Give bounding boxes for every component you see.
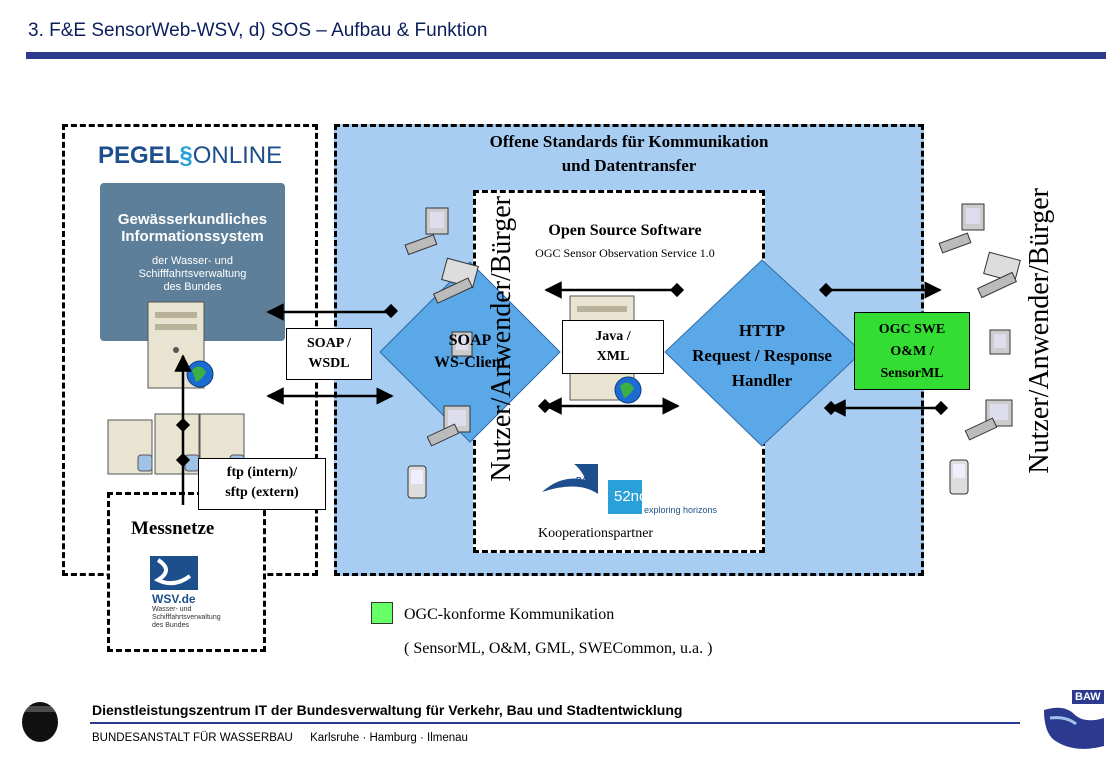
- java-xml-line2: XML: [596, 349, 630, 364]
- client-computer-icon-3: [938, 203, 985, 254]
- http-handler-diamond: [664, 259, 863, 447]
- logo-online-text: ONLINE: [192, 142, 283, 169]
- 52north-logo-text: 52north: [614, 488, 665, 505]
- wsv-sub3: des Bundes: [152, 622, 189, 629]
- open-source-subtitle: OGC Sensor Observation Service 1.0: [535, 246, 715, 260]
- client-desktop-icon-1: [426, 405, 471, 447]
- client-laptop-icon-2: [977, 251, 1021, 299]
- 52north-logo-square: [608, 480, 642, 514]
- info-card-line2: Informationssystem: [121, 228, 264, 245]
- footer-line: [90, 722, 1020, 724]
- soap-wsdl-line1: SOAP /: [307, 336, 351, 351]
- http-handler-label: HTTP Request / Response Handler: [672, 318, 852, 393]
- soap-wsdl-box: SOAP / WSDL: [286, 328, 372, 380]
- open-standards-title: Offene Standards für Kommunikation und D…: [334, 130, 924, 178]
- baw-footer-logo-text: BAW: [1072, 690, 1104, 704]
- footer-locations: Karlsruhe · Hamburg · Ilmenau: [310, 732, 468, 744]
- legend-line2: ( SensorML, O&M, GML, SWECommon, u.a. ): [404, 640, 713, 657]
- pegelonline-logo: PEGEL§ONLINE: [98, 142, 283, 169]
- wsv-sub2: Schifffahrtsverwaltung: [152, 614, 221, 621]
- baw-partner-logo-text: BAW: [576, 476, 595, 485]
- page-title: 3. F&E SensorWeb-WSV, d) SOS – Aufbau & …: [28, 20, 488, 41]
- client-laptop-icon-1: [432, 257, 479, 304]
- partners-label: Kooperationspartner: [538, 526, 654, 541]
- wsv-sub1: Wasser- und: [152, 606, 192, 613]
- java-xml-box: Java / XML: [562, 320, 664, 374]
- logo-pegel-text: PEGEL: [98, 142, 180, 169]
- ogc-line3: SensorML: [880, 366, 944, 381]
- wsv-logo-mark: [150, 556, 198, 590]
- soap-client-label: SOAP WS-Client: [425, 330, 515, 374]
- legend-swatch: [371, 602, 393, 624]
- http-line1: HTTP: [738, 321, 786, 340]
- client-desktop-icon-2: [964, 399, 1013, 441]
- pegelonline-server-icon: [147, 301, 214, 389]
- baw-footer-logo: [1044, 707, 1104, 749]
- soap-wsdl-line2: WSDL: [308, 356, 350, 371]
- legend-line1: OGC-konforme Kommunikation: [404, 606, 615, 623]
- soap-client-line2: WS-Client: [434, 354, 506, 371]
- open-source-title: Open Source Software: [548, 222, 702, 239]
- http-line3: Handler: [731, 371, 793, 390]
- baw-partner-logo: [542, 464, 598, 494]
- wsv-logo-name: WSV.de: [152, 592, 196, 606]
- ogc-line2: O&M /: [890, 344, 934, 359]
- info-card-line3: der Wasser- und: [152, 255, 233, 267]
- footer-subtitle: BUNDESANSTALT FÜR WASSERBAU Karlsruhe · …: [92, 732, 468, 744]
- java-xml-line1: Java /: [595, 329, 631, 344]
- info-card-line5: des Bundes: [163, 281, 222, 293]
- 52north-tagline: exploring horizons: [644, 505, 718, 515]
- ftp-line1: ftp (intern)/: [226, 465, 298, 480]
- users-label-right: Nutzer/Anwender/Bürger: [1024, 188, 1055, 474]
- client-pda-icon-1: [407, 465, 427, 499]
- footer-institute: BUNDESANSTALT FÜR WASSERBAU: [92, 732, 293, 744]
- client-computer-icon-1: [404, 207, 449, 256]
- ogc-swe-box: OGC SWE O&M / SensorML: [854, 312, 970, 390]
- http-line2: Request / Response: [692, 346, 832, 365]
- ftp-box: ftp (intern)/ sftp (extern): [198, 458, 326, 510]
- messnetze-label: Messnetze: [131, 518, 215, 539]
- ogc-line1: OGC SWE: [878, 322, 946, 337]
- soap-client-line1: SOAP: [448, 332, 492, 349]
- open-standards-title-line2: und Datentransfer: [561, 156, 697, 175]
- wsv-logo-subtitle: Wasser- und Schifffahrtsverwaltung des B…: [152, 606, 221, 630]
- info-card-line1: Gewässerkundliches: [117, 211, 268, 228]
- federal-eagle-logo: [22, 702, 58, 742]
- client-computer-icon-4: [989, 329, 1011, 355]
- ftp-line2: sftp (extern): [225, 485, 299, 500]
- client-computer-icon-2: [451, 331, 473, 357]
- info-card-line4: Schifffahrtsverwaltung: [138, 268, 247, 280]
- footer-title: Dienstleistungszentrum IT der Bundesverw…: [92, 702, 683, 718]
- title-underline: [26, 52, 1106, 59]
- open-standards-title-line1: Offene Standards für Kommunikation: [489, 132, 769, 151]
- client-pda-icon-2: [949, 459, 969, 495]
